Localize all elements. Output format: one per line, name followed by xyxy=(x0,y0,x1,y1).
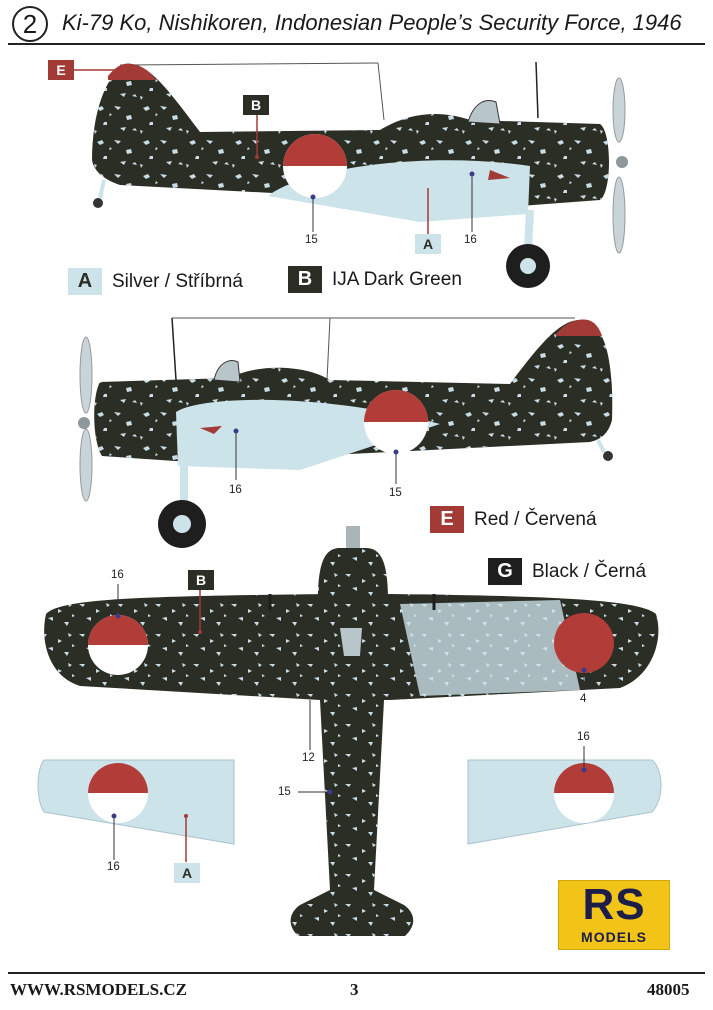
callout-16-side1: 16 xyxy=(464,234,477,246)
legend-silver: A Silver / Stříbrná xyxy=(68,268,243,295)
legend-label-e: Red / Červená xyxy=(474,508,597,530)
callout-4-top: 4 xyxy=(580,693,587,705)
callout-12-top: 12 xyxy=(302,752,315,764)
footer-website: WWW.RSMODELS.CZ xyxy=(10,980,187,999)
footer-page-number: 3 xyxy=(350,980,359,999)
legend-swatch-b: B xyxy=(288,266,322,293)
logo-models-text: MODELS xyxy=(581,929,647,945)
callout-16-wing-left: 16 xyxy=(107,861,120,873)
page-title: Ki-79 Ko, Nishikoren, Indonesian People’… xyxy=(62,10,682,35)
side-profile-lower xyxy=(78,317,613,548)
wing-underside-right xyxy=(467,746,662,845)
callout-16-wing-right: 16 xyxy=(577,731,590,743)
legend-label-a: Silver / Stříbrná xyxy=(112,270,243,292)
top-view xyxy=(44,526,659,936)
callout-b-side1: B xyxy=(243,95,269,115)
callout-16-top: 16 xyxy=(111,569,124,581)
logo-rs-text: RS xyxy=(582,880,646,929)
title-divider xyxy=(8,43,705,45)
legend-dark-green: B IJA Dark Green xyxy=(288,266,462,293)
rs-models-logo: RS MODELS xyxy=(558,880,670,950)
profile-number: 2 xyxy=(12,6,48,42)
callout-e-side1: E xyxy=(48,60,74,80)
wing-underside-left xyxy=(37,759,235,862)
callout-a-side1: A xyxy=(415,234,441,254)
footer-divider xyxy=(8,972,705,974)
legend-swatch-a: A xyxy=(68,268,102,295)
callout-15-side2: 15 xyxy=(389,487,402,499)
legend-label-g: Black / Černá xyxy=(532,560,647,582)
footer-product-code: 48005 xyxy=(647,980,690,999)
legend-swatch-g: G xyxy=(488,558,522,585)
callout-16-side2: 16 xyxy=(229,484,242,496)
side-profile-upper xyxy=(74,61,628,288)
legend-black: G Black / Černá xyxy=(488,558,646,585)
legend-red: E Red / Červená xyxy=(430,506,597,533)
callout-a-wing-left: A xyxy=(174,863,200,883)
legend-swatch-e: E xyxy=(430,506,464,533)
legend-label-b: IJA Dark Green xyxy=(332,268,462,290)
callout-15-side1: 15 xyxy=(305,234,318,246)
callout-b-top: B xyxy=(188,570,214,590)
callout-15-top: 15 xyxy=(278,786,291,798)
